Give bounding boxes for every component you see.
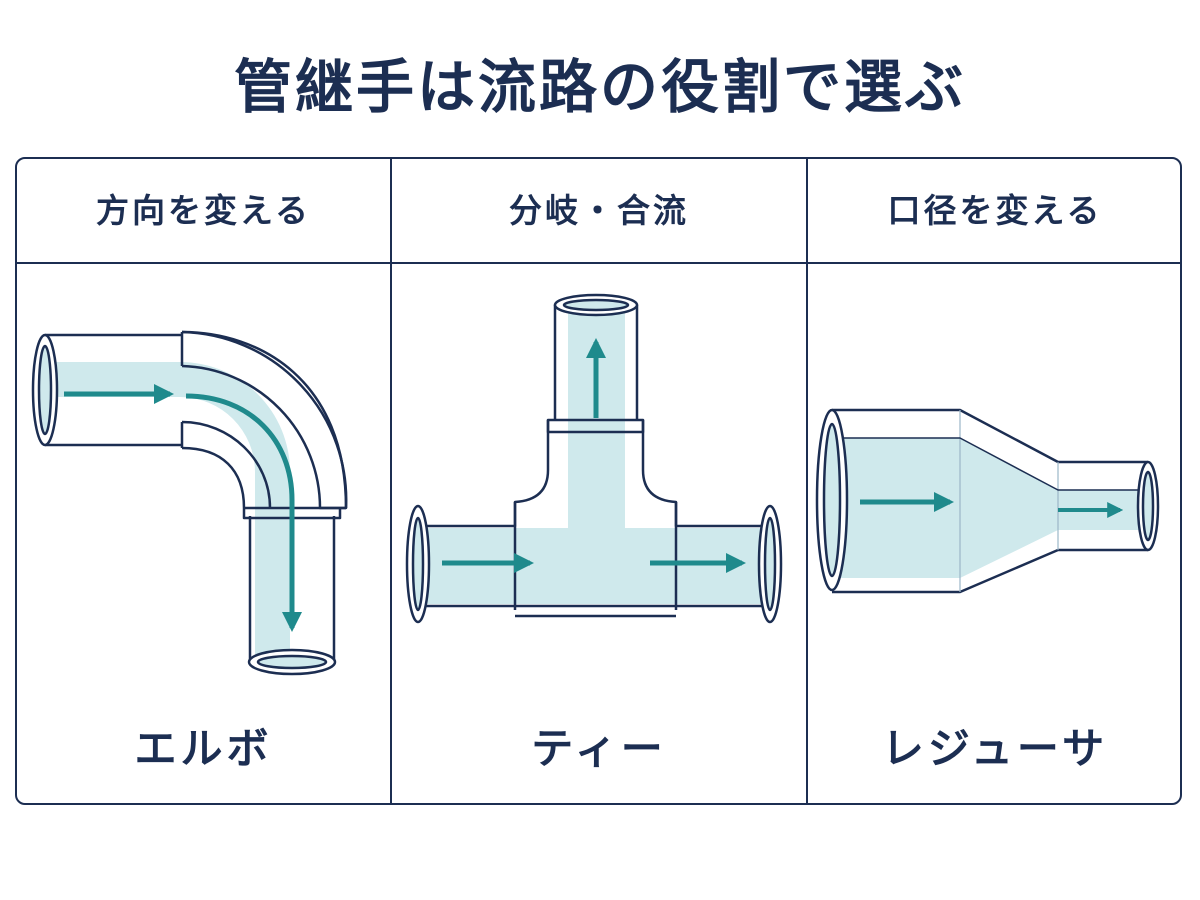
tee-heading: 分岐・合流 — [509, 191, 689, 230]
reducer-icon — [815, 408, 1160, 594]
page-title: 管継手は流路の役割で選ぶ — [233, 53, 966, 121]
elbow-flow-arrows — [64, 384, 302, 632]
reducer-label: レジューサ — [881, 724, 1109, 773]
elbow-icon — [31, 330, 348, 676]
reducer-flow-arrows — [860, 492, 1124, 518]
elbow-heading: 方向を変える — [95, 191, 311, 230]
elbow-label: エルボ — [134, 724, 273, 773]
tee-label: ティー — [531, 724, 667, 773]
column-divider — [806, 159, 808, 803]
reducer-heading: 口径を変える — [887, 191, 1103, 230]
fittings-table: 方向を変える 分岐・合流 口径を変える エルボ ティー レジューサ — [15, 157, 1182, 805]
column-divider — [390, 159, 392, 803]
header-divider — [17, 262, 1180, 264]
tee-flow-arrows — [442, 338, 746, 573]
